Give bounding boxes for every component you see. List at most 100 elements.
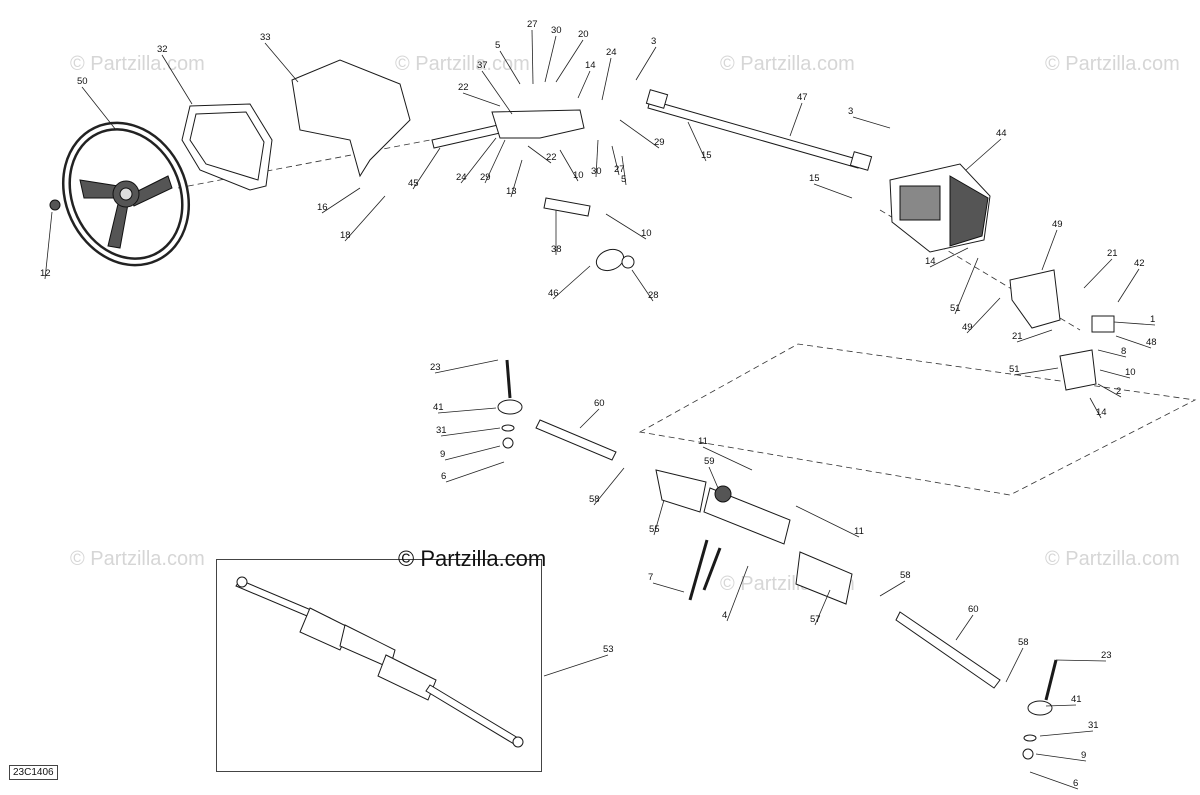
callout-leader (440, 427, 501, 437)
callout-label: 1 (1150, 314, 1155, 325)
callout-leader (813, 183, 853, 199)
tie-rod (535, 419, 617, 461)
callout-label: 55 (649, 524, 660, 535)
callout-leader (1055, 659, 1107, 662)
bolt (505, 359, 512, 399)
callout-leader (577, 70, 591, 99)
watermark: © Partzilla.com (70, 548, 205, 570)
callout-label: 31 (436, 425, 447, 436)
callout-leader (1113, 321, 1156, 326)
callout-leader (555, 39, 584, 83)
callout-label: 44 (996, 128, 1007, 139)
callout-label: 4 (722, 610, 727, 621)
callout-label: 41 (433, 402, 444, 413)
rack-boot (655, 469, 707, 513)
callout-leader (499, 50, 521, 85)
callout-leader (510, 159, 523, 198)
callout-leader (1097, 349, 1127, 358)
callout-label: 22 (458, 82, 469, 93)
callout-leader (653, 499, 665, 536)
callout-label: 31 (1088, 720, 1099, 731)
callout-label: 14 (1096, 407, 1107, 418)
callout-label: 58 (1018, 637, 1029, 648)
nut (49, 199, 61, 211)
callout-leader (462, 92, 501, 107)
callout-label: 60 (968, 604, 979, 615)
callout-label: 58 (900, 570, 911, 581)
callout-label: 53 (603, 644, 614, 655)
callout-leader (619, 119, 660, 149)
callout-leader (1083, 258, 1113, 289)
callout-leader (460, 137, 497, 184)
callout-leader (1029, 771, 1079, 790)
callout-leader (593, 467, 625, 506)
rack-assembly-inset (235, 576, 524, 748)
callout-label: 23 (1101, 650, 1112, 661)
callout-leader (579, 408, 600, 429)
callout-label: 5 (621, 174, 626, 185)
callout-label: 9 (440, 449, 445, 460)
callout-leader (44, 211, 53, 280)
bolt (702, 547, 722, 591)
callout-label: 16 (317, 202, 328, 213)
intermediate-shaft (647, 99, 861, 169)
callout-leader (726, 565, 749, 622)
callout-leader (1039, 730, 1094, 737)
callout-leader (605, 213, 647, 240)
callout-leader (635, 46, 657, 81)
callout-leader (601, 57, 612, 101)
callout-label: 12 (40, 268, 51, 279)
column-shaft (431, 124, 501, 149)
callout-label: 60 (594, 398, 605, 409)
universal-joint (849, 151, 873, 171)
washer (1023, 734, 1037, 742)
pinion-seal (714, 485, 732, 503)
callout-label: 7 (648, 572, 653, 583)
callout-label: 8 (1121, 346, 1126, 357)
callout-label: 38 (551, 244, 562, 255)
callout-leader (434, 359, 499, 374)
callout-leader (929, 247, 969, 268)
callout-label: 13 (506, 186, 517, 197)
callout-leader (852, 116, 891, 129)
watermark: © Partzilla.com (720, 53, 855, 75)
callout-label: 10 (573, 170, 584, 181)
callout-label: 50 (77, 76, 88, 87)
tie-rod-end (497, 399, 523, 415)
callout-label: 5 (495, 40, 500, 51)
bolt (688, 539, 709, 601)
callout-label: 27 (527, 19, 538, 30)
watermark: © Partzilla.com (70, 53, 205, 75)
callout-leader (611, 145, 620, 176)
callout-label: 58 (589, 494, 600, 505)
callout-label: 46 (548, 288, 559, 299)
callout-leader (621, 155, 627, 186)
callout-leader (1016, 329, 1053, 343)
bushing-block (1091, 315, 1115, 333)
callout-label: 11 (854, 526, 864, 537)
callout-leader (708, 466, 719, 489)
callout-label: 37 (477, 60, 488, 71)
callout-label: 14 (585, 60, 596, 71)
callout-leader (481, 70, 513, 115)
callout-label: 15 (809, 173, 820, 184)
callout-leader (789, 102, 803, 137)
rack-boot (795, 551, 853, 605)
callout-leader (264, 42, 299, 83)
callout-label: 18 (340, 230, 351, 241)
callout-label: 9 (1081, 750, 1086, 761)
callout-label: 3 (848, 106, 853, 117)
watermark: © Partzilla.com (1045, 548, 1180, 570)
callout-leader (702, 446, 753, 471)
callout-leader (1005, 647, 1024, 683)
callout-label: 57 (810, 614, 821, 625)
callout-label: 2 (1116, 386, 1121, 397)
callout-label: 30 (591, 166, 602, 177)
callout-leader (543, 654, 609, 677)
callout-label: 51 (1009, 364, 1020, 375)
callout-leader (795, 505, 860, 538)
callout-label: 28 (648, 290, 659, 301)
tilt-cylinder (543, 197, 591, 217)
callout-leader (954, 257, 979, 315)
